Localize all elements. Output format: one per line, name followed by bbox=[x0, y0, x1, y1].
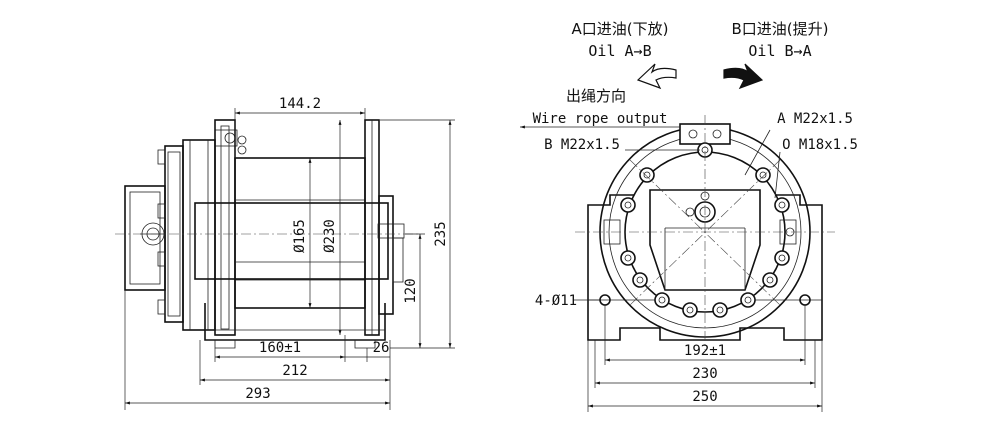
rope-direction-cn: 出绳方向 bbox=[566, 87, 626, 105]
side-base bbox=[204, 303, 386, 349]
oil-direction-labels: A口进油(下放) Oil A→B B口进油(提升) Oil B→A bbox=[572, 20, 829, 90]
dim-base-width-label: 230 bbox=[692, 366, 717, 382]
dim-drum-diameter-label: Ø165 bbox=[292, 219, 308, 253]
rope-direction-en: Wire rope output bbox=[533, 111, 668, 127]
dim-hole-span: 192±1 bbox=[604, 305, 806, 365]
brake-detail bbox=[214, 129, 247, 155]
leader-a bbox=[744, 129, 771, 176]
dim-top-width: 144.2 bbox=[234, 96, 366, 158]
dim-foot-offset-label: 26 bbox=[373, 340, 390, 356]
mount-holes-label: 4-Ø11 bbox=[535, 293, 577, 309]
motor-housing bbox=[124, 139, 216, 331]
lift-label-en: Oil B→A bbox=[748, 42, 811, 60]
dim-base-width: 230 bbox=[594, 340, 816, 388]
port-b-label: B M22x1.5 bbox=[544, 137, 620, 153]
dim-base-length: 212 bbox=[199, 340, 391, 410]
bolt-circle bbox=[620, 142, 790, 318]
dim-flange-diameter-label: Ø230 bbox=[322, 219, 338, 253]
dim-inner-span-label: 160±1 bbox=[259, 340, 301, 356]
lift-label-cn: B口进油(提升) bbox=[732, 20, 829, 38]
drum-left-flange bbox=[214, 119, 236, 336]
front-view: 192±1 230 250 bbox=[520, 115, 835, 412]
port-labels: A M22x1.5 B M22x1.5 O M18x1.5 bbox=[544, 111, 858, 153]
lower-label-en: Oil A→B bbox=[588, 42, 651, 60]
lower-direction-arrow bbox=[636, 63, 677, 90]
drum-right-flange bbox=[364, 119, 380, 336]
dim-center-height: 120 bbox=[403, 233, 425, 348]
leader-o bbox=[774, 151, 781, 199]
axle-housing bbox=[194, 202, 389, 280]
side-view: 144.2 Ø165 Ø230 235 120 bbox=[115, 96, 455, 410]
dim-center-height-label: 120 bbox=[403, 278, 419, 303]
dim-inner-span: 160±1 26 bbox=[214, 335, 390, 362]
dim-overall-width-label: 250 bbox=[692, 389, 717, 405]
dim-overall-length-label: 293 bbox=[245, 386, 270, 402]
dim-height-label: 235 bbox=[433, 221, 449, 246]
dim-base-length-label: 212 bbox=[282, 363, 307, 379]
dim-overall-width: 250 bbox=[587, 340, 823, 412]
dim-height: 235 bbox=[380, 119, 455, 349]
dim-diameters: Ø165 Ø230 bbox=[292, 120, 342, 335]
dim-hole-span-label: 192±1 bbox=[684, 343, 726, 359]
port-a-label: A M22x1.5 bbox=[777, 111, 853, 127]
dim-top-width-label: 144.2 bbox=[279, 96, 321, 112]
port-o-label: O M18x1.5 bbox=[782, 137, 858, 153]
dim-overall-length: 293 bbox=[124, 290, 390, 410]
lower-label-cn: A口进油(下放) bbox=[572, 20, 669, 38]
rope-labels: 出绳方向 Wire rope output bbox=[533, 87, 668, 127]
right-side-plate bbox=[377, 195, 405, 315]
lift-direction-arrow bbox=[723, 63, 764, 90]
